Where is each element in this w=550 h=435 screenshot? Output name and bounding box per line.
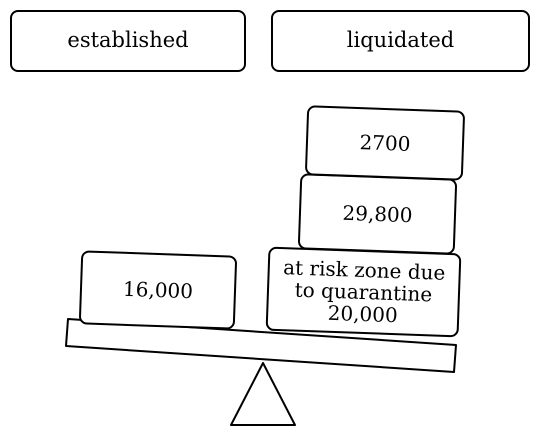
scale-beam [65,318,457,373]
scale-fulcrum [230,362,296,426]
weight-liquidated-2-value: 29,800 [342,200,413,228]
weight-risk-zone-value: at risk zone due to quarantine 20,000 [282,255,446,328]
liquidated-label-box: liquidated [271,10,530,72]
weight-risk-zone: at risk zone due to quarantine 20,000 [265,246,462,338]
weight-established: 16,000 [78,250,238,330]
weight-liquidated-2: 29,800 [297,173,458,255]
established-label: established [67,28,189,53]
liquidated-label: liquidated [346,28,455,53]
weight-liquidated-3-value: 2700 [359,130,411,156]
weight-established-value: 16,000 [122,276,194,304]
weight-liquidated-3: 2700 [304,105,466,181]
established-label-box: established [10,10,246,72]
